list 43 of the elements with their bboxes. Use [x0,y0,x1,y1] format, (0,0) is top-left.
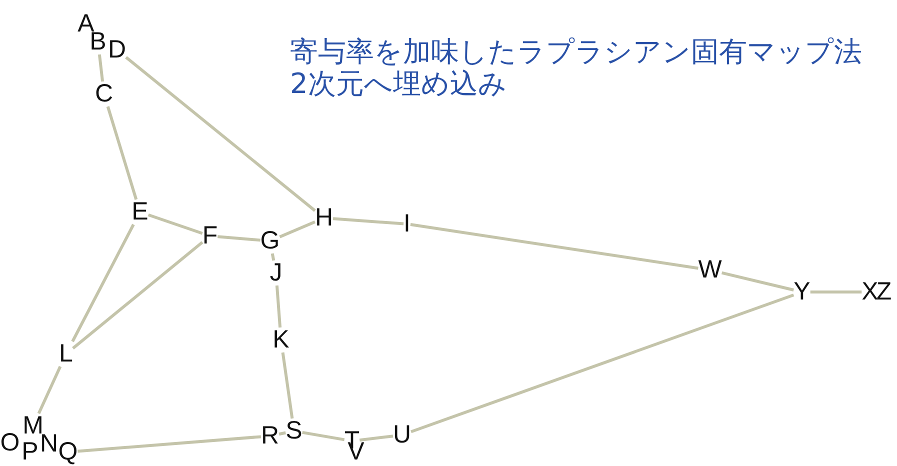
connector-line [410,223,698,270]
connector-line [37,366,62,414]
connector-line [279,220,316,238]
connector-line [270,253,276,261]
node-label: I [404,212,410,236]
connector-line [78,435,262,453]
node-label: W [698,258,722,282]
node-label: H [314,206,334,230]
node-label: O [0,430,20,456]
node-label: M [22,414,44,438]
node-label: F [202,224,218,248]
node-label: U [392,422,412,448]
connector-line [98,54,104,82]
connector-line [281,352,294,419]
connector-line [721,271,794,292]
node-label: C [94,82,114,106]
node-label: R [260,424,280,448]
title: 寄与率を加味したラプラシアン固有マップ法2次元へ埋め込み [290,36,862,100]
connector-line [275,285,282,328]
node-label: Z [876,280,892,304]
node-label: Q [58,440,78,464]
connector-line [302,430,345,442]
node-label: J [270,260,282,286]
connector-line [106,106,138,200]
node-label: E [132,200,148,224]
node-label: L [59,342,73,366]
connector-line [218,235,260,242]
node-label: G [260,228,280,254]
connector-line [810,290,862,294]
connector-line [148,213,203,235]
node-label: X [862,280,878,304]
connector-line [71,224,135,342]
node-label: Y [794,280,810,304]
node-label: K [272,328,290,352]
connector-line [359,434,394,442]
connector-line [125,56,316,212]
connector-line [72,241,204,350]
connector-line [410,294,794,434]
node-label: S [286,418,302,444]
node-label: D [108,38,126,62]
connector-line [332,217,404,226]
node-label: P [22,440,38,464]
connector-line [278,431,286,436]
